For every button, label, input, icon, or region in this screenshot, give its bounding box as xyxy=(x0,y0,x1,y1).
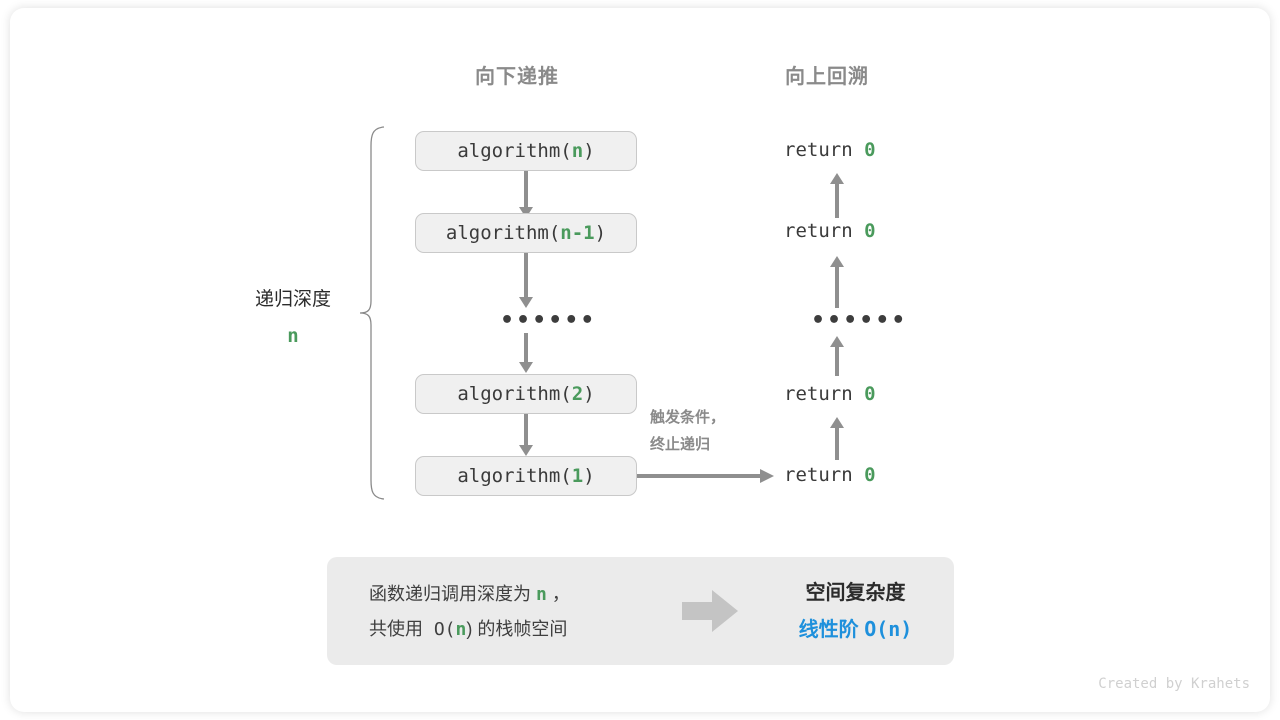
return-value-4: 0 xyxy=(864,464,876,486)
call-box-1-close: ) xyxy=(583,465,595,487)
arrow-base-case-to-return xyxy=(637,469,774,483)
summary-line-2-prefix: 共使用 O( xyxy=(369,619,456,640)
return-keyword-3: return xyxy=(784,383,865,405)
summary-panel: 函数递归调用深度为 n ， 共使用 O(n) 的栈帧空间 空间复杂度 线性阶 O… xyxy=(327,557,954,665)
return-value-3: 0 xyxy=(864,383,876,405)
call-box-n-minus-1-name: algorithm( xyxy=(445,222,561,244)
summary-description: 函数递归调用深度为 n ， 共使用 O(n) 的栈帧空间 xyxy=(369,577,570,647)
complexity-conclusion: 空间复杂度 线性阶 O(n) xyxy=(757,575,954,648)
complexity-value: 线性阶 O(n) xyxy=(757,611,954,648)
summary-line-1: 函数递归调用深度为 n ， xyxy=(369,577,570,612)
return-statement-2: return 0 xyxy=(784,220,876,242)
return-statement-1: return 0 xyxy=(784,139,876,161)
call-box-n-minus-1-close: ) xyxy=(594,222,607,244)
call-box-n-minus-1[interactable]: algorithm(n-1) xyxy=(415,213,637,253)
depth-variable: n xyxy=(287,325,299,347)
arrow-up-3 xyxy=(830,336,844,376)
complexity-value-notation: O(n) xyxy=(864,617,913,641)
summary-line-2-suffix: ) 的栈帧空间 xyxy=(466,619,568,639)
base-case-note: 触发条件， 终止递归 xyxy=(650,404,725,458)
return-keyword-1: return xyxy=(784,139,865,161)
return-statement-3: return 0 xyxy=(784,383,876,405)
credit-text: Created by Krahets xyxy=(1098,676,1250,692)
arrow-up-2 xyxy=(830,256,844,308)
summary-line-1-variable: n xyxy=(536,584,547,605)
arrow-down-3 xyxy=(519,333,533,373)
call-box-n-minus-1-arg: n-1 xyxy=(560,222,595,244)
return-keyword-2: return xyxy=(784,220,865,242)
arrow-up-4 xyxy=(830,417,844,460)
summary-line-1-prefix: 函数递归调用深度为 xyxy=(369,584,537,604)
call-box-2[interactable]: algorithm(2) xyxy=(415,374,637,414)
column-header-recurse-down: 向下递推 xyxy=(475,66,559,88)
ellipsis-right-column: •••••• xyxy=(811,308,908,333)
recursion-depth-brace xyxy=(358,126,388,500)
summary-line-2: 共使用 O(n) 的栈帧空间 xyxy=(369,612,570,647)
return-keyword-4: return xyxy=(784,464,865,486)
call-box-n-name: algorithm( xyxy=(457,140,572,162)
column-header-backtrack-up: 向上回溯 xyxy=(785,66,869,88)
arrow-down-2 xyxy=(519,253,533,308)
call-box-n-arg: n xyxy=(571,140,584,162)
summary-line-1-suffix: ， xyxy=(546,584,570,604)
call-box-2-name: algorithm( xyxy=(457,383,572,405)
return-value-1: 0 xyxy=(864,139,876,161)
call-box-2-close: ) xyxy=(583,383,595,405)
complexity-title: 空间复杂度 xyxy=(805,582,906,604)
call-box-n-close: ) xyxy=(583,140,595,162)
base-case-note-line1: 触发条件， xyxy=(650,409,726,426)
arrow-down-1 xyxy=(519,171,533,218)
arrow-down-4 xyxy=(519,414,533,456)
call-box-1-name: algorithm( xyxy=(457,465,572,487)
summary-line-2-variable: n xyxy=(455,619,467,640)
return-statement-4: return 0 xyxy=(784,464,876,486)
call-box-1-arg: 1 xyxy=(571,465,584,487)
implies-arrow-icon xyxy=(682,590,738,632)
return-value-2: 0 xyxy=(864,220,876,242)
ellipsis-left-column: •••••• xyxy=(500,308,597,333)
call-box-2-arg: 2 xyxy=(571,383,584,405)
depth-label-text: 递归深度 xyxy=(254,289,331,310)
complexity-value-order: 线性阶 xyxy=(798,619,865,641)
arrow-up-1 xyxy=(830,173,844,218)
base-case-note-line2: 终止递归 xyxy=(650,436,711,453)
call-box-1[interactable]: algorithm(1) xyxy=(415,456,637,496)
call-box-n[interactable]: algorithm(n) xyxy=(415,131,637,171)
recursion-depth-label: 递归深度 n xyxy=(238,282,348,354)
